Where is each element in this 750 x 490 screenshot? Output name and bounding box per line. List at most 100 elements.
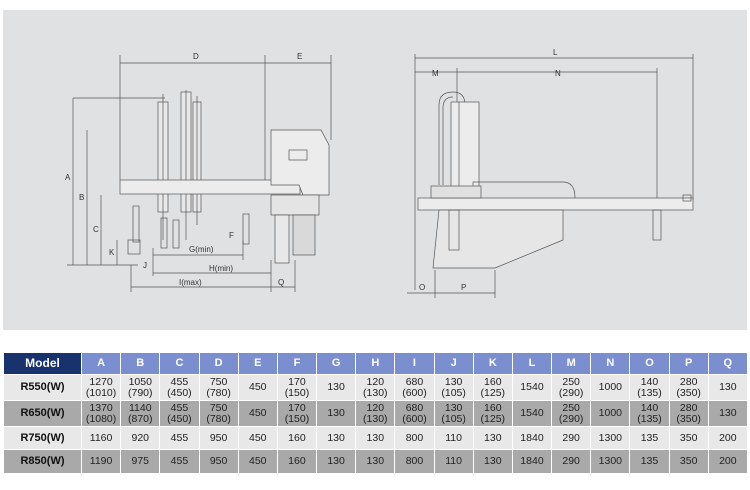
spec-value-cell: 130 [316,400,357,427]
spec-value-line: 170 [288,375,306,388]
spec-value-line: 130 [484,455,502,467]
spec-value-line: (790) [128,386,153,399]
spec-value-line: 120 [366,401,385,414]
spec-value-cell: 135 [629,426,670,450]
column-header: G [316,352,357,375]
spec-value-cell: 1000 [590,400,631,427]
spec-value-line: 455 [170,431,189,444]
spec-value-cell: 250(290) [551,374,592,401]
spec-value-line: (130) [363,386,388,399]
spec-value-line: 975 [131,455,150,467]
dim-label-h: H(min) [209,264,233,273]
dim-label-b: B [79,193,84,202]
spec-value-cell: 450 [237,374,278,401]
spec-value-line: 1270 [89,375,113,388]
spec-value-cell: 135 [629,449,670,474]
spec-value-line: 750 [209,375,228,388]
model-name-cell: R850(W) [3,449,82,474]
spec-value-line: 1840 [520,455,544,467]
column-header: L [511,352,553,375]
column-header: C [159,352,200,375]
column-header: I [394,352,435,375]
spec-value-line: 160 [484,401,502,414]
spec-value-line: (135) [637,386,662,399]
spec-value-line: 200 [719,431,737,444]
spec-value-line: 130 [327,407,345,419]
spec-value-line: 135 [640,431,659,444]
spec-value-line: 110 [445,455,462,467]
spec-value-cell: 130 [316,426,357,450]
column-header: P [668,352,709,375]
column-header: Q [707,352,748,375]
spec-value-cell: 1160 [80,426,122,450]
spec-value-line: 140 [640,401,659,414]
spec-value-cell: 455 [159,449,200,474]
spec-value-cell: 750(780) [198,400,239,427]
spec-value-line: 920 [131,431,150,444]
spec-value-cell: 680(600) [394,374,435,401]
spec-value-cell: 680(600) [394,400,435,427]
spec-value-cell: 350 [668,449,709,474]
spec-value-line: 290 [562,455,580,467]
spec-value-cell: 130 [707,400,748,427]
dim-label-e: E [297,52,302,61]
spec-value-line: (350) [676,412,701,425]
spec-value-line: 160 [288,431,306,444]
column-header: M [551,352,592,375]
spec-value-cell: 1050(790) [120,374,161,401]
spec-value-cell: 350 [668,426,709,450]
spec-value-line: (780) [206,386,231,399]
spec-value-line: 1370 [89,401,113,414]
dim-label-g: G(min) [189,245,214,254]
model-name-cell: R550(W) [3,374,82,401]
spec-value-line: 170 [288,401,306,414]
spec-value-cell: 1840 [511,426,553,450]
spec-value-cell: 750(780) [198,374,239,401]
model-column-header: Model [3,352,82,375]
spec-value-line: 250 [562,375,580,388]
spec-value-line: 135 [640,455,659,467]
spec-value-cell: 950 [198,449,239,474]
spec-value-line: (130) [363,412,388,425]
table-row: R650(W)1370(1080)1140(870)455(450)750(78… [3,400,748,427]
technical-drawing-panel: D E A B C K J G(min) F H(min) I(max) Q L… [3,10,747,330]
spec-value-line: 680 [405,401,424,414]
model-name-cell: R750(W) [3,426,82,450]
spec-value-line: 130 [366,431,385,444]
dim-label-p: P [461,283,466,292]
spec-value-line: (600) [402,412,427,425]
spec-value-cell: 120(130) [355,374,396,401]
model-name-cell: R650(W) [3,400,82,427]
spec-value-line: 140 [640,375,659,388]
spec-value-line: 250 [562,401,580,414]
spec-value-cell: 800 [394,449,435,474]
spec-value-line: 455 [170,401,189,414]
technical-drawing: D E A B C K J G(min) F H(min) I(max) Q L… [65,48,694,298]
spec-value-cell: 1270(1010) [80,374,122,401]
spec-value-line: 800 [405,431,424,444]
column-header: A [80,352,122,375]
spec-value-cell: 1540 [511,374,553,401]
dim-label-c: C [93,225,99,234]
spec-value-cell: 160(125) [472,400,513,427]
spec-value-cell: 1540 [511,400,553,427]
spec-value-line: (290) [558,386,584,399]
spec-value-cell: 280(350) [668,374,709,401]
spec-value-cell: 1140(870) [120,400,161,427]
spec-value-cell: 130 [472,449,513,474]
spec-value-line: 350 [679,431,698,444]
spec-value-line: 280 [679,375,698,388]
column-header: H [355,352,396,375]
spec-value-cell: 1370(1080) [80,400,122,427]
spec-value-cell: 130 [316,374,357,401]
spec-value-line: 130 [366,455,385,467]
spec-value-cell: 290 [551,426,592,450]
spec-value-line: 455 [170,455,189,467]
spec-value-line: 1540 [520,407,544,419]
spec-value-cell: 455(450) [159,374,200,401]
spec-value-cell: 450 [237,449,278,474]
spec-value-line: 680 [405,375,424,388]
spec-value-line: 160 [288,455,306,467]
spec-value-line: 130 [327,455,345,467]
spec-value-line: 160 [484,375,502,388]
